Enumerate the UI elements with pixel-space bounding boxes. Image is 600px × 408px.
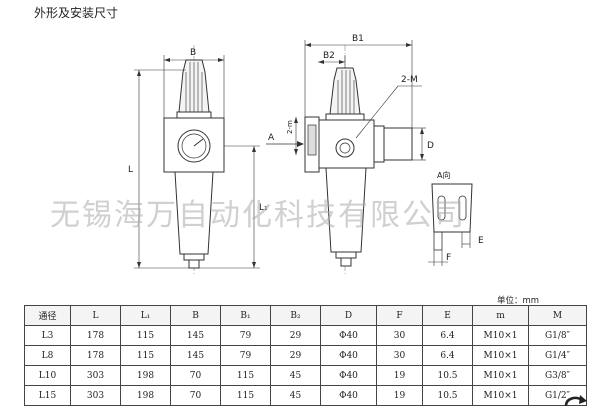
table-cell: Φ40 — [320, 345, 377, 366]
table-cell: M10×1 — [472, 325, 529, 346]
table-cell: 30 — [376, 325, 423, 346]
table-header-cell: B — [170, 305, 221, 326]
label-b1: B1 — [352, 34, 364, 44]
table-cell: Φ40 — [320, 325, 377, 346]
table-cell: 6.4 — [422, 325, 473, 346]
label-f: F — [446, 253, 451, 263]
page-title: 外形及安装尺寸 — [34, 6, 119, 20]
table-cell: L15 — [24, 385, 71, 406]
table-cell: 45 — [270, 365, 321, 386]
label-b2: B2 — [323, 51, 335, 61]
table-cell: 29 — [270, 325, 321, 346]
label-2m-upper: 2-M — [401, 75, 418, 85]
label-d: D — [427, 141, 434, 151]
table-cell: M10×1 — [472, 345, 529, 366]
table-header-cell: 通径 — [24, 305, 71, 326]
table-cell: 79 — [220, 325, 271, 346]
table-cell: 145 — [170, 325, 221, 346]
table-cell: M10×1 — [472, 365, 529, 386]
table-cell: 115 — [220, 365, 271, 386]
table-cell: 29 — [270, 345, 321, 366]
table-cell: 115 — [120, 345, 171, 366]
unit-label: 单位：mm — [497, 296, 540, 306]
table-header-cell: L₁ — [120, 305, 171, 326]
table-cell: 115 — [120, 325, 171, 346]
label-l: L — [128, 165, 133, 175]
table-header-cell: F — [376, 305, 423, 326]
bracket-view-a — [428, 183, 473, 266]
label-a-view: A向 — [437, 170, 450, 180]
table-cell: 30 — [376, 345, 423, 366]
table-cell: 303 — [70, 365, 121, 386]
table-cell: L3 — [24, 325, 71, 346]
table-cell: G3/8″ — [528, 365, 587, 386]
table-cell: 10.5 — [422, 365, 473, 386]
table-cell: 198 — [120, 365, 171, 386]
table-cell: 19 — [376, 385, 423, 406]
table-header-cell: D — [320, 305, 377, 326]
table-cell: L10 — [24, 365, 71, 386]
table-cell: 70 — [170, 385, 221, 406]
table-cell: 6.4 — [422, 345, 473, 366]
table-cell: 10.5 — [422, 385, 473, 406]
table-cell: 178 — [70, 325, 121, 346]
table-cell: 79 — [220, 345, 271, 366]
table-header-cell: M — [528, 305, 587, 326]
table-cell: 198 — [120, 385, 171, 406]
table-cell: G1/8″ — [528, 325, 587, 346]
table-header-cell: m — [472, 305, 529, 326]
table-cell: Φ40 — [320, 385, 377, 406]
turn-arrow-icon — [564, 395, 587, 407]
table-cell: 303 — [70, 385, 121, 406]
table-cell: 178 — [70, 345, 121, 366]
dimension-drawing: B B1 B2 2-M 2-m A D L L₁ A向 E F — [128, 34, 484, 275]
table-header-cell: E — [422, 305, 473, 326]
table-cell: 145 — [170, 345, 221, 366]
table-header-cell: L — [70, 305, 121, 326]
front-view — [134, 45, 260, 275]
table-cell: G1/4″ — [528, 345, 587, 366]
table-cell: 45 — [270, 385, 321, 406]
table-cell: L8 — [24, 345, 71, 366]
label-a-arrow: A — [268, 133, 275, 143]
watermark: 无锡海万自动化科技有限公司 — [50, 198, 466, 233]
table-cell: Φ40 — [320, 365, 377, 386]
table-cell: 70 — [170, 365, 221, 386]
table-cell: G1/2″ — [528, 385, 587, 406]
side-view — [266, 40, 426, 275]
label-2m-lower: 2-m — [286, 120, 294, 134]
label-l1: L₁ — [259, 203, 268, 213]
table-cell: M10×1 — [472, 385, 529, 406]
table-cell: 19 — [376, 365, 423, 386]
table-header-cell: B₂ — [270, 305, 321, 326]
table-header-cell: B₁ — [220, 305, 271, 326]
label-e: E — [478, 236, 484, 246]
label-b: B — [190, 48, 196, 58]
table-cell: 115 — [220, 385, 271, 406]
